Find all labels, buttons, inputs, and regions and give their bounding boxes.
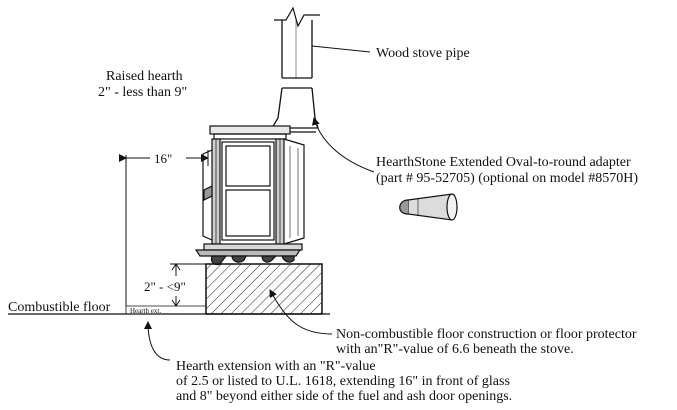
raised-hearth-label-line2: 2" - less than 9"	[98, 85, 187, 100]
adapter-label-line1: HearthStone Extended Oval-to-round adapt…	[376, 155, 631, 170]
floor-note-line1: Non-combustible floor construction or fl…	[336, 327, 637, 342]
wood-stove	[194, 125, 305, 266]
leader-lines	[144, 45, 375, 361]
hearth-ext-label: Hearth ext.	[130, 307, 161, 315]
adapter-label-line2: (part # 95-52705) (optional on model #85…	[376, 171, 638, 186]
raised-hearth	[205, 263, 323, 315]
extension-note-line1: Hearth extension with an "R"-value	[176, 359, 376, 374]
floor-note-line2: with an"R"-value of 6.6 beneath the stov…	[336, 342, 574, 357]
extension-note-line3: and 8" beyond either side of the fuel an…	[176, 389, 512, 404]
extension-note-line2: of 2.5 or listed to U.L. 1618, extending…	[176, 374, 510, 389]
clearance-dimension	[119, 150, 209, 306]
clearance-16-label: 16"	[154, 151, 172, 166]
floor-lines	[8, 305, 330, 315]
height-dimension	[170, 263, 206, 307]
raised-hearth-label-line1: Raised hearth	[106, 69, 183, 84]
combustible-floor-label: Combustible floor	[8, 300, 111, 315]
stove-pipe	[271, 6, 320, 133]
oval-to-round-adapter	[399, 193, 458, 221]
wood-stove-pipe-label: Wood stove pipe	[376, 46, 470, 61]
height-dimension-label: 2" - <9"	[144, 279, 186, 294]
